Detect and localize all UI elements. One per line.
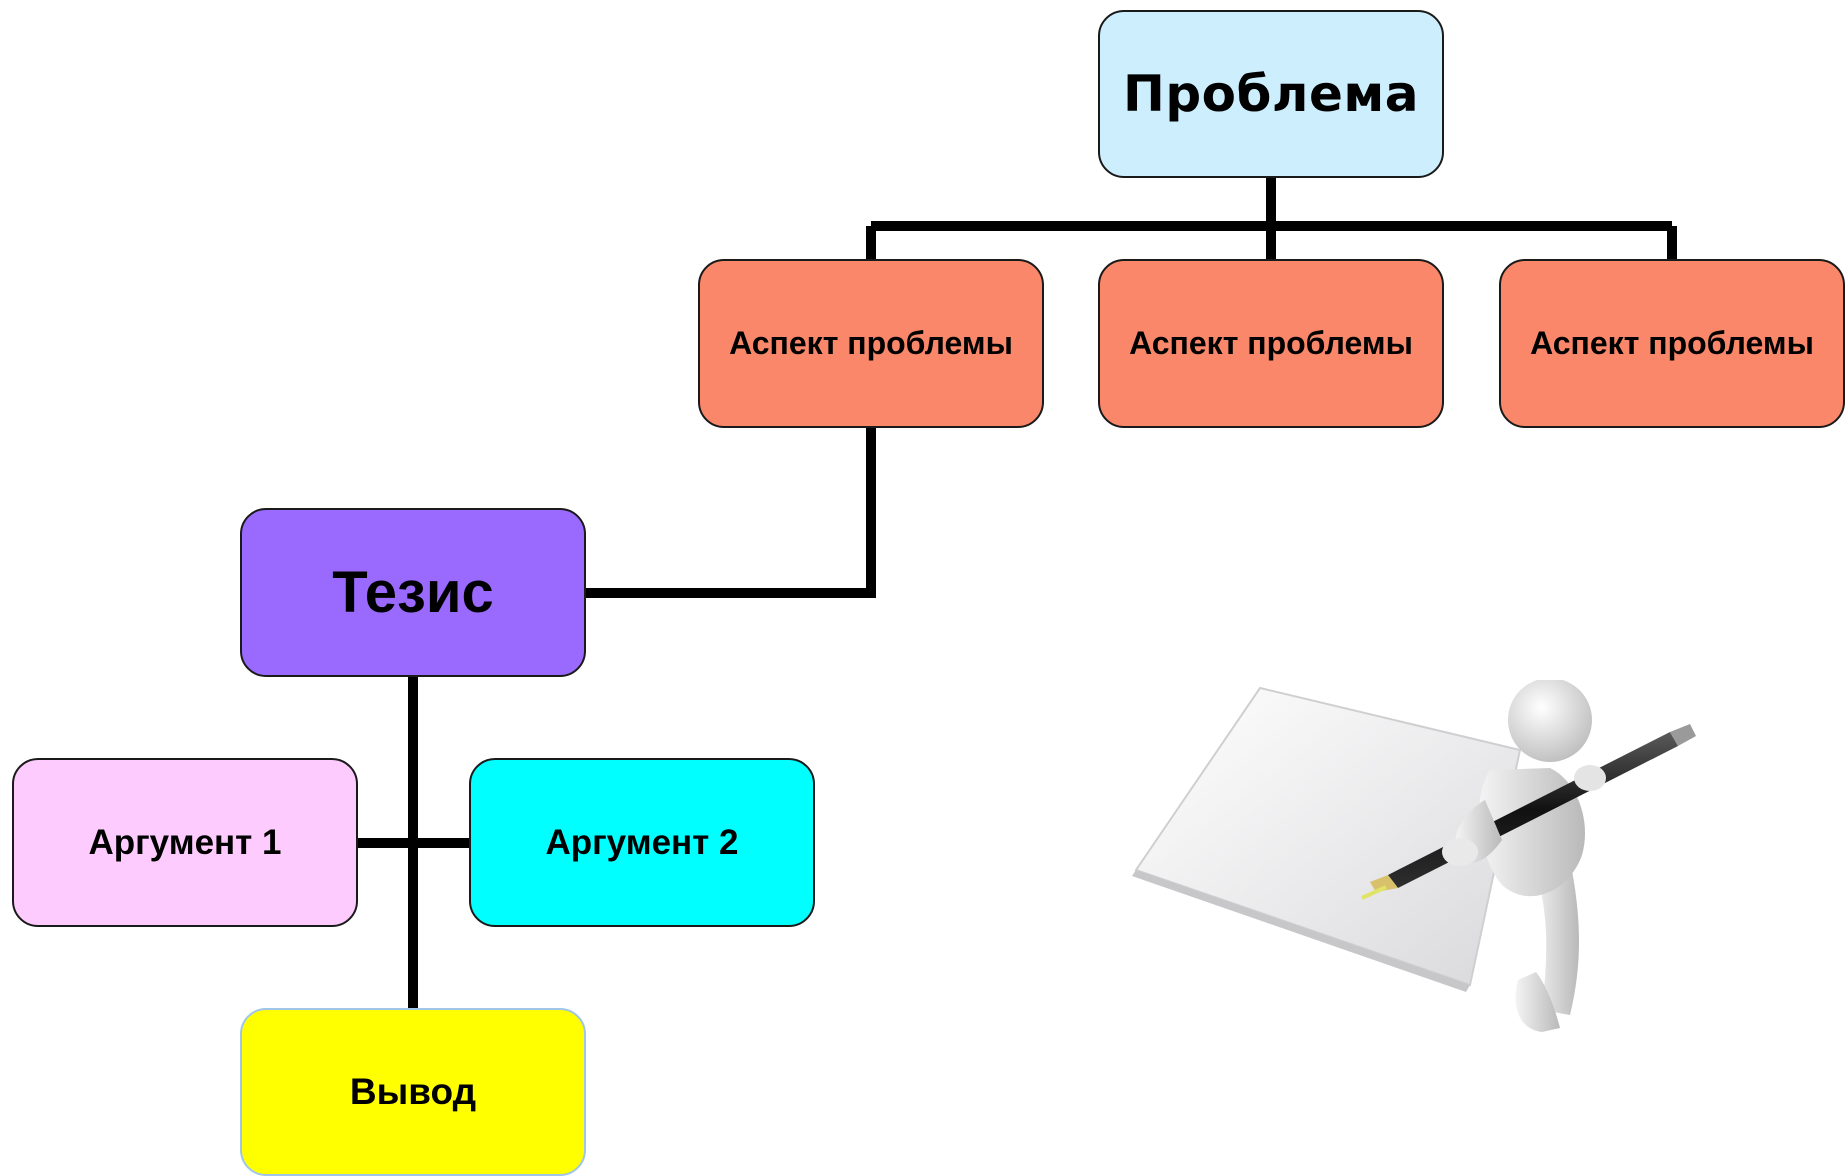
thesis-node: Тезис (240, 508, 586, 677)
argument-node-2: Аргумент 2 (469, 758, 815, 927)
writing-figure-illustration (1132, 680, 1696, 1032)
argument-node-1: Аргумент 1 (12, 758, 358, 927)
problem-node: Проблема (1098, 10, 1444, 178)
conclusion-node: Вывод (240, 1008, 586, 1176)
connector-aspect-to-thesis (586, 428, 876, 598)
aspect-node-3: Аспект проблемы (1499, 259, 1845, 428)
figure-legs (1532, 860, 1579, 1015)
aspect-node-2: Аспект проблемы (1098, 259, 1444, 428)
figure-head (1508, 680, 1592, 762)
aspect-node-1: Аспект проблемы (698, 259, 1044, 428)
